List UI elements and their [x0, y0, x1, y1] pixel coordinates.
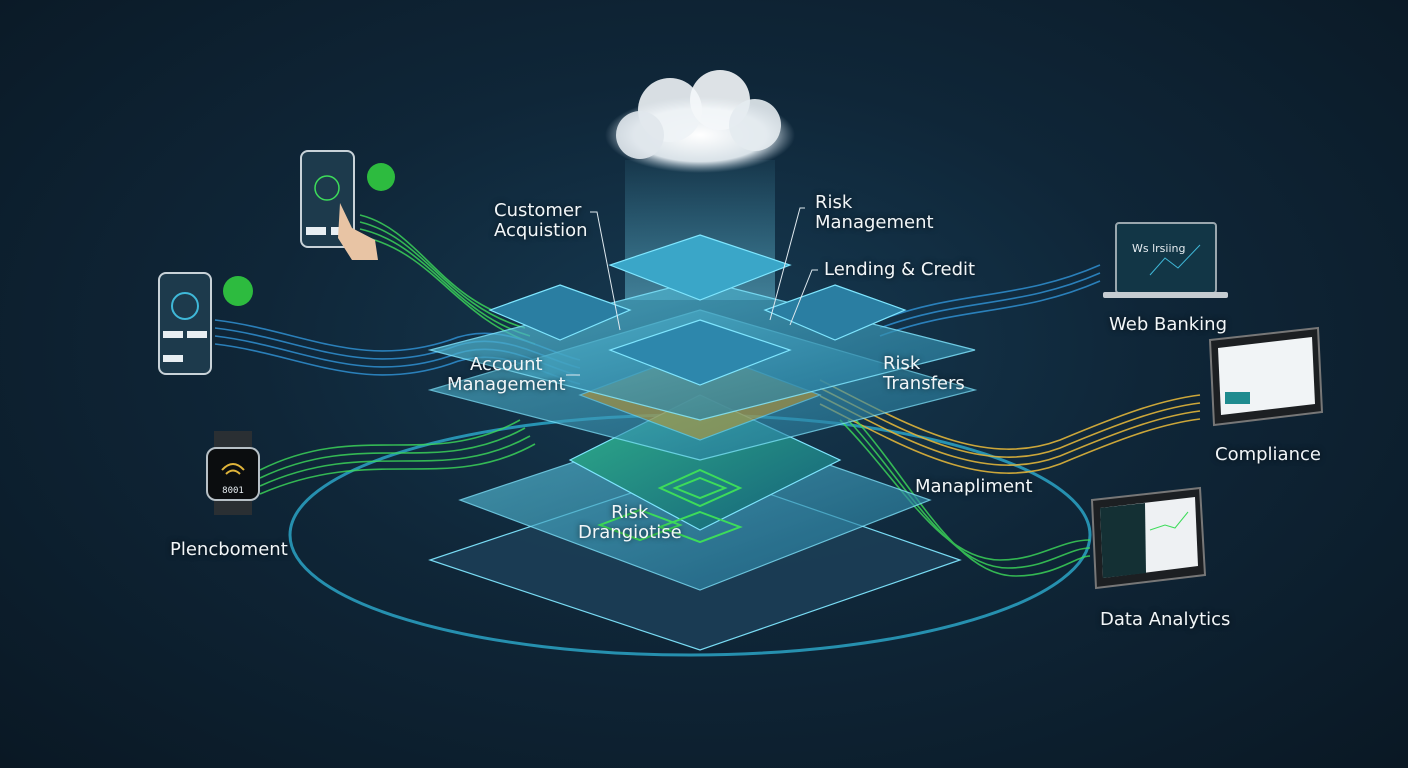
- module-center: [608, 319, 792, 386]
- label-manapliment: Manapliment: [915, 476, 1033, 497]
- web-banking-screen-title: Ws lrsiing: [1132, 242, 1185, 255]
- platform-stack: [427, 234, 978, 651]
- cloud-icon: [605, 70, 795, 173]
- wifi-icon: [221, 463, 245, 475]
- label-risk-transfers: Risk Transfers: [883, 354, 965, 394]
- laptop-icon: [1103, 222, 1228, 298]
- leader-lines: [566, 207, 818, 376]
- label-line: Drangiotise: [578, 522, 682, 543]
- label-line: Transfers: [883, 373, 965, 394]
- label-line: Acquistion: [494, 220, 588, 241]
- label-risk-drangiotise: Risk Drangiotise: [578, 503, 682, 543]
- module-left: [488, 284, 632, 341]
- badge-icon: [367, 163, 395, 191]
- label-line: Account: [469, 354, 543, 375]
- label-risk-management: Risk Management: [815, 193, 934, 233]
- watch-icon: [206, 431, 260, 515]
- label-lending-credit: Lending & Credit: [824, 259, 976, 280]
- label-line: Risk: [815, 192, 853, 213]
- label-plencboment: Plencboment: [170, 539, 288, 560]
- label-data-analytics: Data Analytics: [1100, 609, 1231, 630]
- flow-lines-right: [819, 264, 1201, 577]
- label-compliance: Compliance: [1215, 444, 1321, 465]
- label-line: Management: [815, 212, 934, 233]
- label-line: Risk: [883, 353, 921, 374]
- tablet-icon: [1090, 486, 1207, 590]
- module-top: [608, 234, 792, 301]
- tablet-icon: [1208, 326, 1324, 427]
- label-line: Customer: [494, 200, 582, 221]
- label-customer-acquisition: Customer Acquistion: [494, 201, 588, 241]
- label-line: Management: [447, 374, 566, 395]
- hand-icon: [338, 203, 378, 260]
- label-account-management: Account Management: [447, 355, 566, 395]
- badge-icon: [223, 276, 253, 306]
- label-web-banking: Web Banking: [1109, 314, 1228, 335]
- label-line: Risk: [611, 502, 649, 523]
- phone-icon: [158, 272, 212, 375]
- watch-screen-text: 8001: [222, 486, 244, 496]
